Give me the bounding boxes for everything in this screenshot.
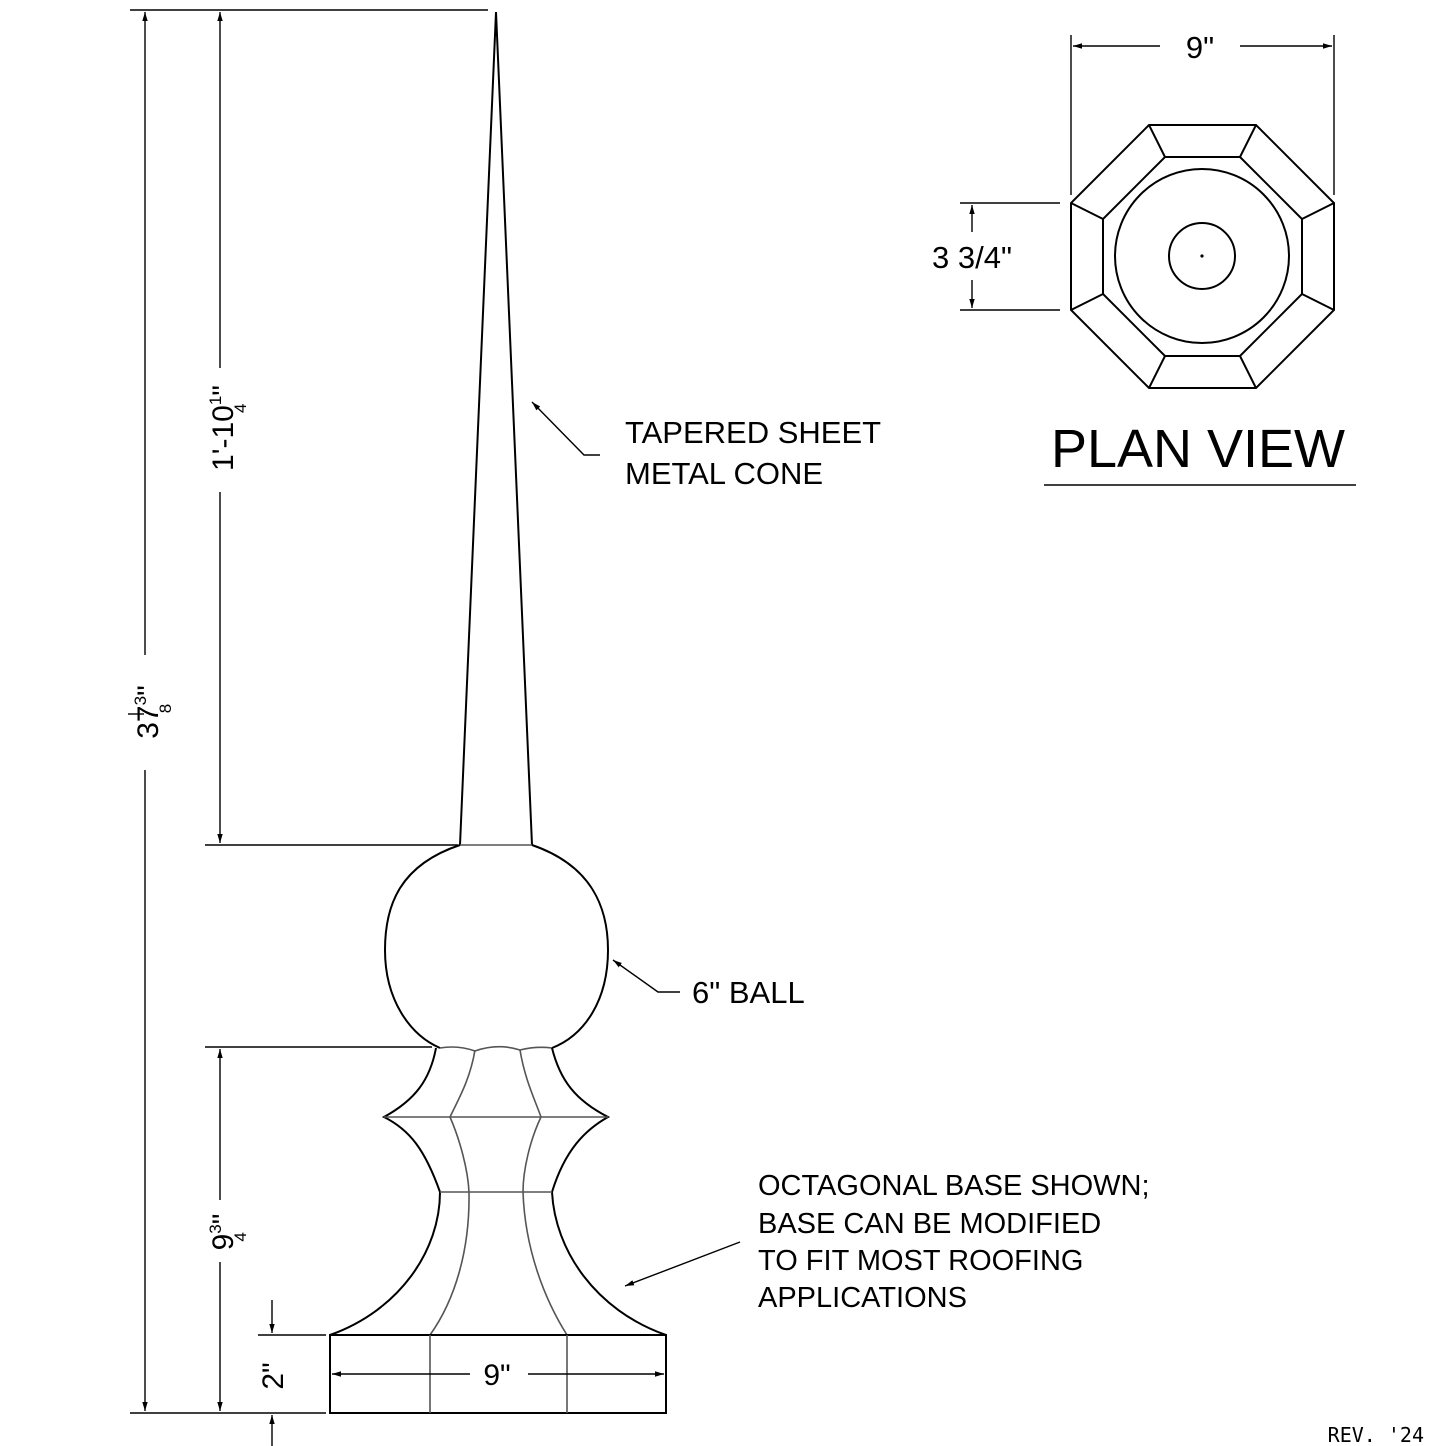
plan-view-title: PLAN VIEW [1051,419,1345,479]
cone-height-dim: 1'-101"4 [206,385,250,471]
base-width-dim: 9" [483,1359,510,1392]
plan-view: 9" 3 3/4" PLAN VIEW [932,30,1356,486]
base-note-line-3: TO FIT MOST ROOFING [758,1245,1083,1277]
base-note-line-4: APPLICATIONS [758,1282,967,1314]
plan-center-dim: 3 3/4" [932,240,1012,275]
finial-elevation [329,11,667,1414]
overall-height-dim: 373"8 [131,685,175,739]
cone-note-line-1: TAPERED SHEET [625,415,881,450]
base-note-line-2: BASE CAN BE MODIFIED [758,1208,1101,1240]
revision-label: REV. '24 [1328,1423,1424,1446]
plan-width-dim: 9" [1186,30,1214,65]
notes: TAPERED SHEET METAL CONE 6" BALL OCTAGON… [531,401,1150,1314]
ball [383,844,610,1049]
cone-note-line-2: METAL CONE [625,456,823,491]
plinth-height-dim: 2" [257,1362,290,1389]
plan-ball-circle [1114,168,1290,344]
base-note-line-1: OCTAGONAL BASE SHOWN; [758,1170,1150,1202]
ball-note: 6" BALL [692,975,805,1010]
tapered-cone [459,11,533,846]
plan-cone-circle [1168,222,1236,290]
base-height-dim: 93"4 [206,1214,250,1251]
octagonal-base [329,1047,667,1336]
elevation-dimensions: 373"8 1'-101"4 93"4 2" 9" [128,9,664,1446]
